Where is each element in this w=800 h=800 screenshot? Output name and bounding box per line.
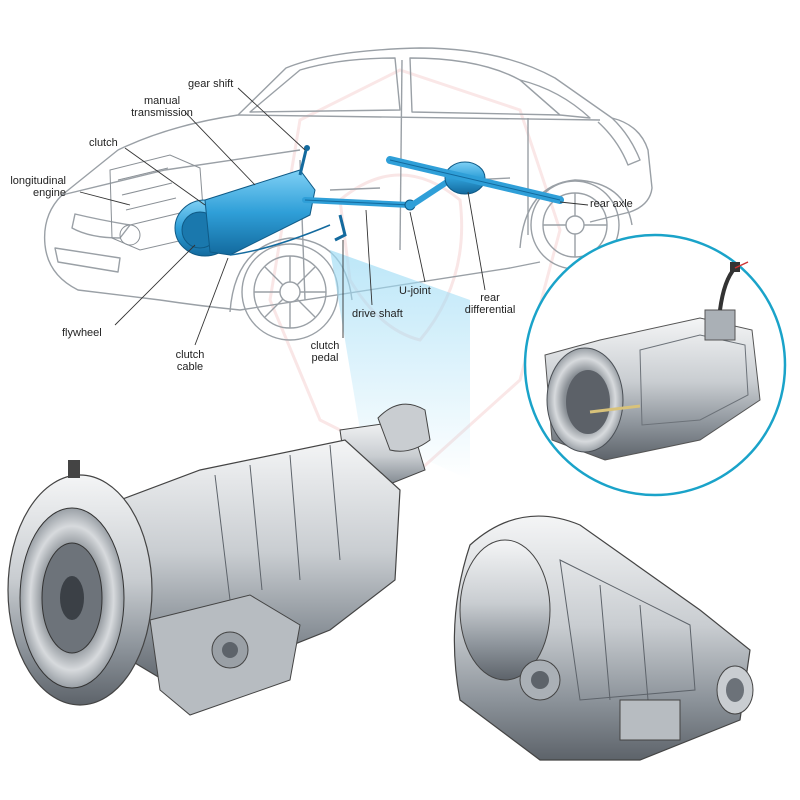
label-u-joint: U-joint [399,285,431,297]
inset-manual-transmission [544,261,761,461]
label-clutch-pedal: clutch pedal [300,340,350,364]
leader-lines [79,87,589,346]
label-rear-differential: rear differential [455,292,525,316]
label-rear-axle: rear axle [590,198,633,210]
automatic-transmission-large [7,403,431,716]
label-rear-differential-line1: rear [480,292,500,304]
label-longitudinal-engine-line2: engine [32,187,66,199]
label-longitudinal-engine: longitudinal engine [0,175,66,199]
label-clutch-pedal-line1: clutch [310,340,340,352]
automatic-transmission-small [453,515,754,761]
highlight-beam [330,250,470,480]
label-drive-shaft: drive shaft [352,308,403,320]
label-gear-shift: gear shift [188,78,234,90]
label-clutch-cable-line2: cable [176,361,204,373]
label-clutch-cable-line1: clutch [175,349,205,361]
label-flywheel: flywheel [62,327,102,339]
label-longitudinal-engine-line1: longitudinal [10,175,66,187]
label-manual-transmission-line2: transmission [131,107,193,119]
label-manual-transmission-line1: manual [143,95,181,107]
label-manual-transmission: manual transmission [112,95,212,119]
label-clutch: clutch [89,137,118,149]
inset-circle [523,233,787,497]
front-wheel [241,243,339,341]
label-clutch-cable: clutch cable [165,349,215,373]
label-rear-differential-line2: differential [464,304,516,316]
highlighted-drivetrain [174,145,564,257]
label-clutch-pedal-line2: pedal [311,352,339,364]
